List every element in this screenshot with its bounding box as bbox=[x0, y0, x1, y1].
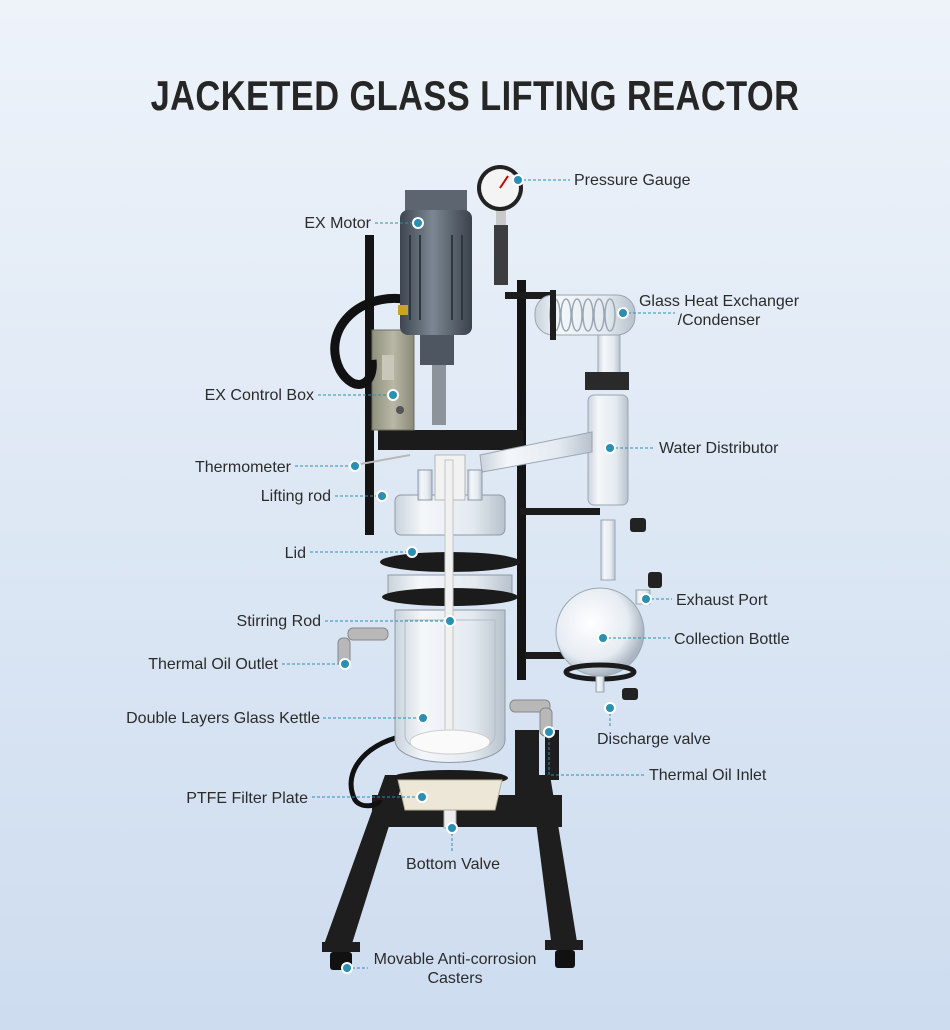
thermometer-probe bbox=[354, 454, 411, 466]
label-exhaust-port: Exhaust Port bbox=[676, 592, 768, 609]
label-collection-bottle: Collection Bottle bbox=[674, 631, 790, 648]
label-double-layers-glass-kettle: Double Layers Glass Kettle bbox=[126, 710, 320, 727]
control-box-body bbox=[371, 329, 415, 431]
kettle-assembly bbox=[380, 454, 520, 829]
label-lid: Lid bbox=[284, 545, 306, 562]
label-thermal-oil-outlet: Thermal Oil Outlet bbox=[148, 656, 278, 673]
label-thermal-oil-inlet: Thermal Oil Inlet bbox=[649, 767, 767, 784]
label-movable-casters: Movable Anti-corrosion Casters bbox=[373, 951, 537, 987]
label-pressure-gauge: Pressure Gauge bbox=[574, 172, 691, 189]
support-poles bbox=[365, 235, 600, 680]
leader-lines bbox=[282, 179, 675, 969]
label-glass-heat-exchanger: Glass Heat Exchanger /Condenser bbox=[638, 293, 800, 329]
label-bottom-valve: Bottom Valve bbox=[406, 856, 500, 873]
label-ex-motor: EX Motor bbox=[304, 215, 371, 232]
label-water-distributor: Water Distributor bbox=[659, 440, 779, 457]
label-stirring-rod: Stirring Rod bbox=[236, 613, 321, 630]
pressure-gauge-dial bbox=[477, 165, 523, 285]
page-title: JACKETED GLASS LIFTING REACTOR bbox=[150, 72, 800, 119]
label-thermometer: Thermometer bbox=[194, 459, 291, 476]
label-ex-control-box: EX Control Box bbox=[204, 387, 314, 404]
label-ptfe-filter-plate: PTFE Filter Plate bbox=[186, 790, 308, 807]
condenser-glass bbox=[534, 290, 636, 390]
collection-bottle-glass bbox=[555, 518, 662, 700]
label-markers bbox=[339, 174, 652, 974]
power-cable bbox=[330, 294, 411, 389]
label-lifting-rod: Lifting rod bbox=[260, 488, 331, 505]
lower-cable bbox=[348, 732, 411, 809]
label-discharge-valve: Discharge valve bbox=[597, 731, 711, 748]
motor-body bbox=[398, 190, 472, 425]
